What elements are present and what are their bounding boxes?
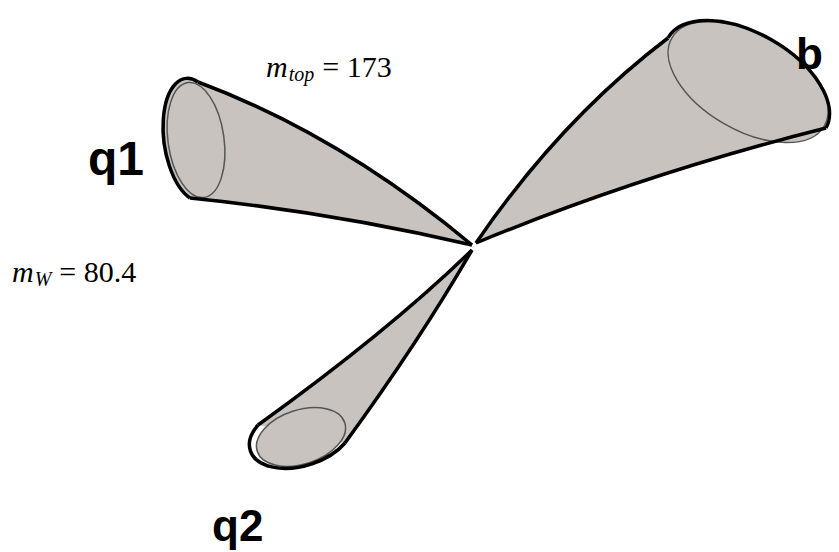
jet-label: q2	[212, 504, 263, 548]
b-cone	[476, 0, 839, 243]
q2-cone	[249, 250, 472, 477]
mass-symbol: m	[12, 257, 34, 287]
mass-subscript: W	[35, 269, 52, 289]
mass-value: = 80.4	[59, 257, 136, 287]
mass-symbol: m	[266, 52, 288, 82]
q1-cone	[160, 78, 472, 245]
mass-value: = 173	[322, 52, 391, 82]
mass-subscript: top	[289, 64, 315, 84]
jet-label: q1	[88, 135, 144, 183]
jet-label: b	[796, 32, 823, 76]
